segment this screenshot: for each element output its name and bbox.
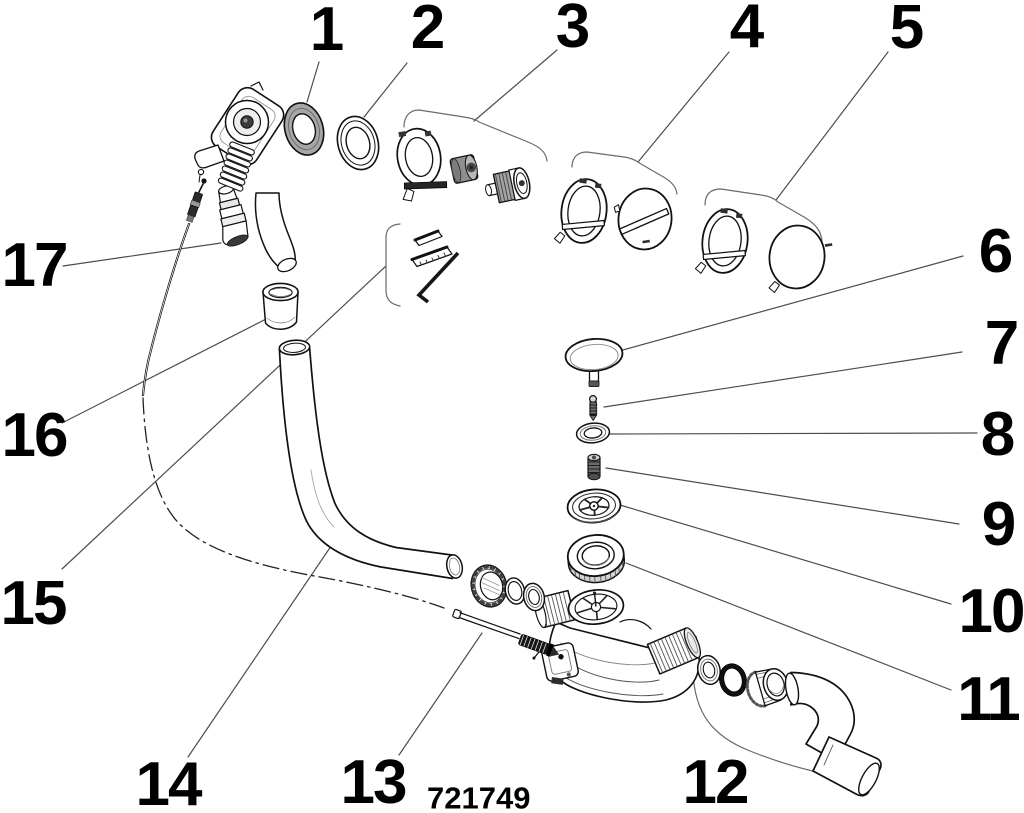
group-brace-3 <box>403 109 548 162</box>
part-15-clip-small <box>413 229 443 247</box>
callout-2: 2 <box>410 0 446 62</box>
callout-7: 7 <box>984 309 1020 378</box>
part-15-hex-key <box>416 251 460 304</box>
part-3-mounting-ring <box>396 127 448 202</box>
callout-17: 17 <box>1 231 69 300</box>
overflow-filler-body <box>194 81 297 273</box>
group-brace-15 <box>385 223 401 307</box>
drain-tee-body <box>534 589 702 703</box>
part-12-o-ring <box>719 663 747 697</box>
callout-15: 15 <box>0 569 68 638</box>
product-code: 721749 <box>427 780 531 813</box>
pipe-union-cone-ring <box>522 582 546 612</box>
part-7-screw <box>588 395 598 421</box>
pipe-union-washer <box>504 577 526 605</box>
callout-9: 9 <box>981 490 1017 559</box>
callout-12: 12 <box>682 748 750 813</box>
callout-10: 10 <box>958 577 1024 646</box>
part-5-plain-cap <box>768 224 833 294</box>
cable-centerline <box>142 397 445 609</box>
pipe-union-nut <box>470 564 508 608</box>
part-4-retaining-ring <box>553 178 608 244</box>
part-8-washer <box>575 422 611 444</box>
part-5-retaining-ring <box>694 208 749 274</box>
callout-14: 14 <box>135 750 203 813</box>
callout-16: 16 <box>1 401 69 470</box>
group-brace-5 <box>704 188 823 242</box>
bowden-cable <box>141 178 445 609</box>
part-12-seal-ring <box>697 654 721 686</box>
callout-8: 8 <box>980 400 1016 469</box>
part-9-threaded-insert <box>587 453 601 481</box>
part-11-slip-ring-nut <box>566 534 625 584</box>
part-13-actuating-rod <box>452 608 564 660</box>
cable-connector <box>218 185 249 247</box>
callout-13: 13 <box>340 748 408 813</box>
part-3-cartridge-knob <box>485 167 531 204</box>
part-14-overflow-pipe <box>278 339 464 580</box>
part-1-gasket <box>283 102 325 156</box>
part-4-slotted-cap <box>613 187 673 251</box>
callout-1: 1 <box>309 0 345 64</box>
callout-3: 3 <box>555 0 591 61</box>
callout-11: 11 <box>957 665 1021 734</box>
callout-4: 4 <box>729 0 765 61</box>
part-15-clip-large <box>410 245 453 268</box>
callout-6: 6 <box>978 217 1014 286</box>
leader-lines <box>61 49 978 758</box>
part-16-coupling-sleeve <box>262 282 299 330</box>
part-2-seal-ring <box>336 115 380 171</box>
part-12-outlet-elbow <box>784 671 882 797</box>
callout-5: 5 <box>889 0 925 62</box>
part-3-bushing <box>449 154 479 184</box>
group-brace-4 <box>571 151 678 195</box>
part-6-stopper <box>564 337 624 387</box>
part-10-strainer-flange <box>566 488 622 524</box>
part-12-elbow-nut <box>745 668 789 708</box>
